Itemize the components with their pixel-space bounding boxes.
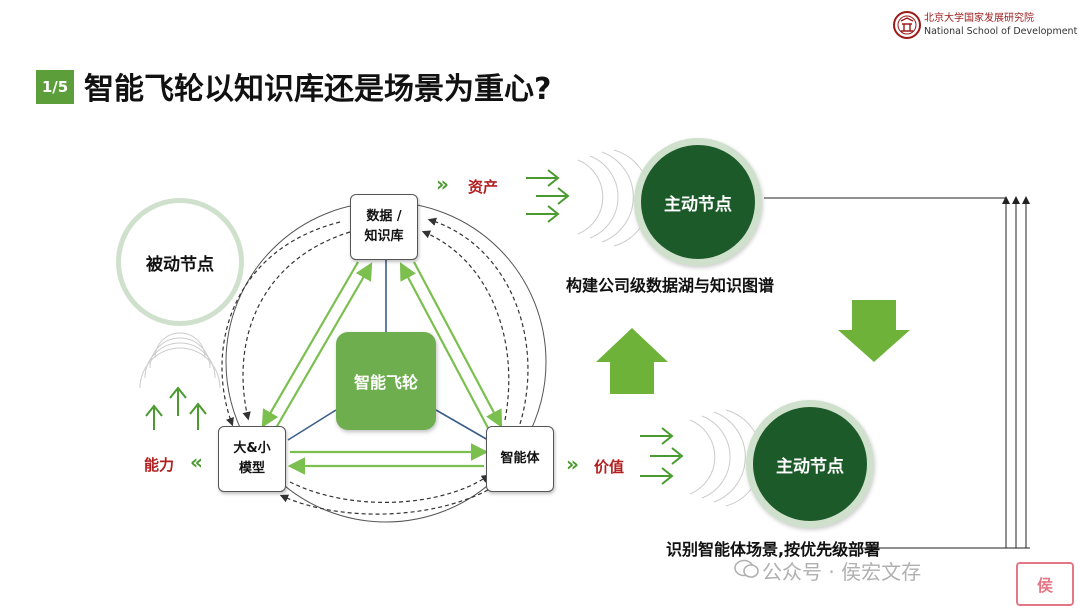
page-number-badge: 1/5 — [36, 70, 74, 104]
dashed-arc — [427, 217, 529, 425]
flywheel-center: 智能飞轮 — [336, 332, 436, 430]
institution-logo-text: 北京大学国家发展研究院 National School of Developme… — [924, 12, 1077, 38]
caption-bottom: 识别智能体场景,按优先级部署 — [666, 540, 881, 559]
seal-stamp: 侯 — [1016, 562, 1074, 606]
dashed-arc — [289, 474, 490, 503]
right-arrows-value-icon — [640, 427, 684, 485]
green-arrow — [413, 261, 503, 428]
model-box-line1: 大&小 — [233, 441, 271, 456]
data-knowledge-box: 数据 / 知识库 — [350, 194, 418, 260]
logo-cn: 北京大学国家发展研究院 — [924, 13, 1034, 24]
watermark-text: 公众号 · 侯宏文存 — [762, 560, 922, 584]
chevron-right-icon: » — [436, 172, 449, 196]
green-arrow — [399, 262, 489, 429]
down-curved-arrow-icon — [838, 300, 910, 362]
wechat-icon — [734, 559, 759, 578]
ability-label: 能力 — [144, 456, 175, 474]
connector — [287, 409, 337, 441]
data-box-line1: 数据 / — [366, 209, 402, 224]
active-node-bottom: 主动节点 — [746, 400, 874, 528]
logo-en: National School of Development — [924, 26, 1078, 37]
green-arrow — [275, 262, 373, 429]
caption-top: 构建公司级数据湖与知识图谱 — [566, 276, 775, 295]
up-arrows-icon — [145, 386, 207, 430]
up-curved-arrow-icon — [596, 328, 668, 394]
model-box: 大&小 模型 — [218, 426, 286, 492]
model-box-line2: 模型 — [238, 461, 265, 476]
green-arrow — [261, 261, 359, 428]
active-node-top: 主动节点 — [634, 138, 762, 266]
page-title: 智能飞轮以知识库还是场景为重心? — [84, 72, 552, 107]
pku-seal-icon — [893, 11, 921, 39]
dashed-arc — [242, 231, 351, 421]
dashed-arc — [279, 489, 489, 515]
data-box-line2: 知识库 — [364, 229, 404, 244]
dashed-arc — [421, 230, 510, 421]
value-label: 价值 — [594, 458, 625, 476]
chevron-left-icon: « — [190, 450, 203, 474]
ripple-lines — [139, 332, 221, 389]
asset-label: 资产 — [468, 178, 499, 196]
passive-node: 被动节点 — [116, 198, 244, 326]
connector — [435, 409, 489, 441]
agent-box: 智能体 — [486, 426, 554, 492]
bracket-arrowheads — [1002, 196, 1030, 204]
chevron-right-icon: » — [566, 452, 579, 476]
right-arrows-asset-icon — [526, 169, 570, 223]
